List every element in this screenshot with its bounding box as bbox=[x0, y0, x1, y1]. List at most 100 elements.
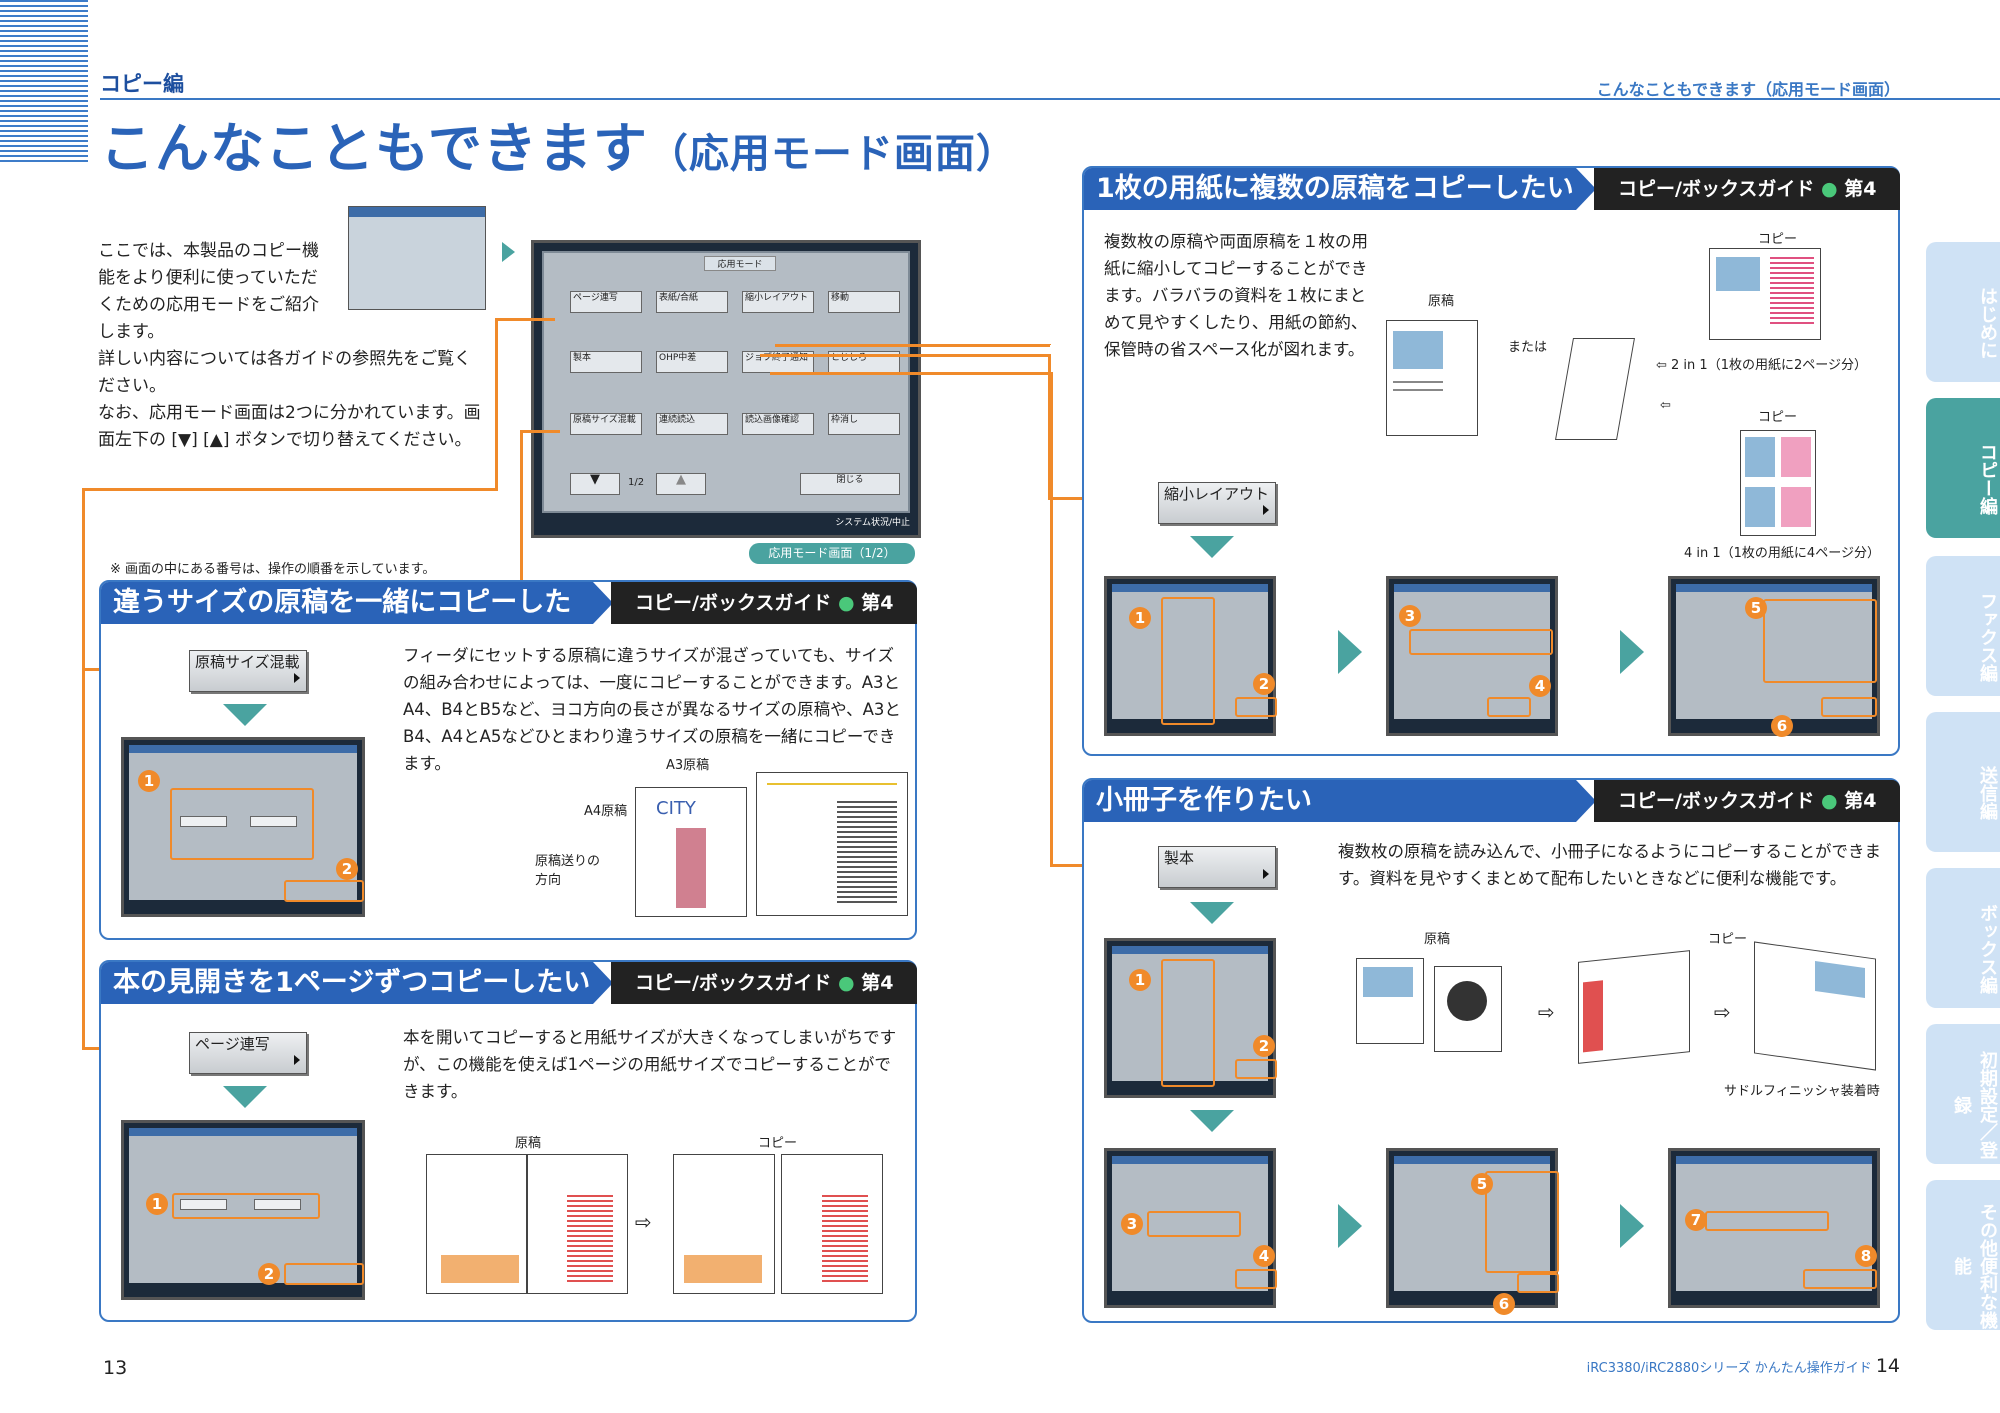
page-title-main: こんなこともできます bbox=[100, 117, 648, 180]
right-arrow-icon bbox=[1620, 1204, 1644, 1248]
connector-line bbox=[520, 430, 560, 433]
booklet-button-large[interactable]: 製本 bbox=[1158, 846, 1276, 888]
intro-text: ここでは、本製品のコピー機能をより便利に使っていただくための応用モードをご紹介し… bbox=[98, 238, 488, 454]
layout-screen-1: 1 2 bbox=[1104, 576, 1277, 736]
tab-copy[interactable]: コピー編 bbox=[1926, 398, 2000, 538]
connector-line bbox=[775, 344, 1050, 347]
intro-p3: なお、応用モード画面は2つに分かれています。画面左下の [▼] [▲] ボタンで… bbox=[98, 403, 481, 450]
scan-preview-button[interactable]: 読込画像確認 bbox=[742, 413, 814, 435]
step-7-badge: 7 bbox=[1685, 1209, 1707, 1231]
page-indicator: 1/2 bbox=[628, 477, 645, 488]
guide-name: コピー/ボックスガイド bbox=[635, 972, 832, 994]
tab-send[interactable]: 送信編 bbox=[1926, 712, 2000, 852]
tab-fax[interactable]: ファクス編 bbox=[1926, 556, 2000, 696]
guide-dot: ● bbox=[1821, 178, 1838, 200]
section-title: 本の見開きを1ページずつコピーしたい bbox=[101, 962, 613, 1004]
section-mixed-size: 違うサイズの原稿を一緒にコピーしたい コピー/ボックスガイド ● 第4章 原稿サ… bbox=[99, 580, 917, 940]
guide-reference: コピー/ボックスガイド ● 第4章 bbox=[611, 962, 917, 1036]
connector-line bbox=[770, 372, 1053, 375]
right-arrow-icon bbox=[1620, 630, 1644, 674]
tab-introduction[interactable]: はじめに bbox=[1926, 242, 2000, 382]
down-arrow-icon bbox=[223, 704, 267, 726]
step-1-badge: 1 bbox=[138, 770, 160, 792]
arrow-right-icon bbox=[502, 242, 515, 262]
page-title-sub: （応用モード画面） bbox=[647, 131, 1017, 177]
down-arrow-icon bbox=[1190, 1110, 1234, 1132]
copy-screen-thumbnail bbox=[348, 206, 486, 310]
section-label: コピー編 bbox=[100, 72, 184, 96]
guide-name: コピー/ボックスガイド bbox=[635, 592, 832, 614]
arrow-icon: ⇦ bbox=[1656, 358, 1672, 373]
page-spread-button[interactable]: ページ連写 bbox=[570, 291, 642, 313]
step-2-badge: 2 bbox=[258, 1263, 280, 1285]
system-status-button[interactable]: システム状況/中止 bbox=[835, 518, 910, 528]
arrow-icon: ⇦ bbox=[1660, 398, 1671, 413]
booklet-screen-1: 1 2 bbox=[1104, 938, 1277, 1098]
running-title: こんなこともできます（応用モード画面） bbox=[1596, 80, 1900, 99]
step-3-badge: 3 bbox=[1399, 605, 1421, 627]
connector-line bbox=[1048, 354, 1051, 500]
connector-line bbox=[520, 430, 523, 678]
booklet-button[interactable]: 製本 bbox=[570, 351, 642, 373]
reduce-layout-button[interactable]: 縮小レイアウト bbox=[742, 291, 814, 313]
arrow-right-icon: ⇨ bbox=[1714, 1000, 1731, 1024]
label-copy: コピー bbox=[1708, 932, 1748, 947]
section-title: 小冊子を作りたい bbox=[1084, 780, 1596, 822]
label-2in1-text: 2 in 1（1枚の用紙に2ページ分） bbox=[1671, 358, 1867, 373]
label-a4: A4原稿 bbox=[584, 804, 628, 819]
step-2-badge: 2 bbox=[1253, 673, 1275, 695]
guide-dot: ● bbox=[1821, 790, 1838, 812]
booklet-screen-4: 7 8 bbox=[1668, 1148, 1880, 1308]
guide-name: コピー/ボックスガイド bbox=[1618, 178, 1815, 200]
step-4-badge: 4 bbox=[1253, 1245, 1275, 1267]
page-spread-description: 本を開いてコピーすると用紙サイズが大きくなってしまいがちですが、この機能を使えば… bbox=[403, 1028, 897, 1101]
header-rule bbox=[100, 98, 2000, 100]
layout-screen-2: 3 4 bbox=[1386, 576, 1558, 736]
reduce-layout-button-large[interactable]: 縮小レイアウト bbox=[1158, 482, 1276, 524]
tab-box[interactable]: ボックス編 bbox=[1926, 868, 2000, 1008]
tab-settings[interactable]: 初期設定／登録 bbox=[1926, 1024, 2000, 1164]
shift-button[interactable]: 移動 bbox=[828, 291, 900, 313]
label-original: 原稿 bbox=[515, 1136, 542, 1151]
finished-booklet-illustration bbox=[1754, 941, 1876, 1071]
original-stack-illustration bbox=[1434, 966, 1502, 1052]
section-reduce-layout: 1枚の用紙に複数の原稿をコピーしたい コピー/ボックスガイド ● 第4章 複数枚… bbox=[1082, 166, 1900, 756]
connector-line bbox=[495, 318, 555, 321]
right-arrow-icon bbox=[1338, 630, 1362, 674]
page-spread-button-large[interactable]: ページ連写 bbox=[189, 1032, 307, 1074]
duplex-original-illustration bbox=[1555, 338, 1635, 440]
app-mode-screen: 応用モード ページ連写 表紙/合紙 縮小レイアウト 移動 製本 OHP中差 ジョ… bbox=[531, 240, 921, 538]
header-stripes bbox=[0, 0, 88, 165]
copy-4in1-illustration bbox=[1740, 430, 1816, 536]
step-6-badge: 6 bbox=[1493, 1293, 1515, 1315]
copy-2in1-illustration bbox=[1709, 248, 1821, 340]
page-number-right: 14 bbox=[1875, 1355, 1900, 1377]
mixed-size-button[interactable]: 原稿サイズ混載 bbox=[570, 413, 642, 435]
ohp-button[interactable]: OHP中差 bbox=[656, 351, 728, 373]
layout-screen-3: 5 6 bbox=[1668, 576, 1880, 737]
down-arrow-icon bbox=[1190, 902, 1234, 924]
copy-page-left-illustration bbox=[673, 1154, 775, 1294]
erase-frame-button[interactable]: 枠消し bbox=[828, 413, 900, 435]
close-button[interactable]: 閉じる bbox=[800, 473, 900, 495]
guide-reference: コピー/ボックスガイド ● 第4章 bbox=[1594, 780, 1900, 854]
page-up-button[interactable]: ▲ bbox=[656, 473, 706, 495]
intro-p2: 詳しい内容については各ガイドの参照先をご覧ください。 bbox=[98, 349, 472, 396]
connector-line bbox=[82, 488, 85, 1050]
a4-document-illustration: CITY bbox=[635, 787, 747, 917]
mixed-size-button-large[interactable]: 原稿サイズ混載 bbox=[189, 650, 307, 692]
guide-chapter: 第4章 bbox=[1618, 178, 1877, 242]
booklet-description: 複数枚の原稿を読み込んで、小冊子になるようにコピーすることができます。資料を見や… bbox=[1338, 842, 1882, 888]
step-5-badge: 5 bbox=[1745, 597, 1767, 619]
cover-sheet-button[interactable]: 表紙/合紙 bbox=[656, 291, 728, 313]
tab-other-features[interactable]: その他便利な機能 bbox=[1926, 1180, 2000, 1330]
app-mode-title: 応用モード bbox=[704, 256, 776, 271]
continuous-scan-button[interactable]: 連続読込 bbox=[656, 413, 728, 435]
step-order-note: ※ 画面の中にある番号は、操作の順番を示しています。 bbox=[110, 562, 436, 577]
booklet-screen-2: 3 4 bbox=[1104, 1148, 1277, 1308]
page-down-button[interactable]: ▼ bbox=[570, 473, 620, 495]
guide-chapter: 第4章 bbox=[635, 972, 894, 1036]
step-2-badge: 2 bbox=[336, 858, 358, 880]
label-copy-4in1: コピー bbox=[1758, 410, 1798, 425]
